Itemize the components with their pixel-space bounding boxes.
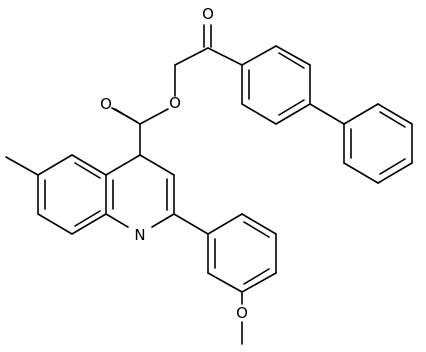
biphenyl-inner-ring: [241, 45, 311, 125]
methoxy-oxygen-label: O: [236, 304, 248, 322]
methoxyphenyl-ring: [173, 213, 277, 345]
ester-linker: [111, 64, 176, 156]
quinoline-nitrogen-label: N: [134, 226, 145, 244]
ester-oxygen-label: O: [169, 94, 181, 112]
ketone-group: [174, 24, 243, 66]
quinoline-benzo-ring: [5, 154, 107, 235]
ketone-oxygen-label: O: [202, 5, 214, 23]
carbonyl-oxygen-label: O: [100, 95, 112, 113]
biphenyl-outer-ring: [309, 103, 413, 184]
quinoline-pyridine-ring: [105, 154, 175, 228]
